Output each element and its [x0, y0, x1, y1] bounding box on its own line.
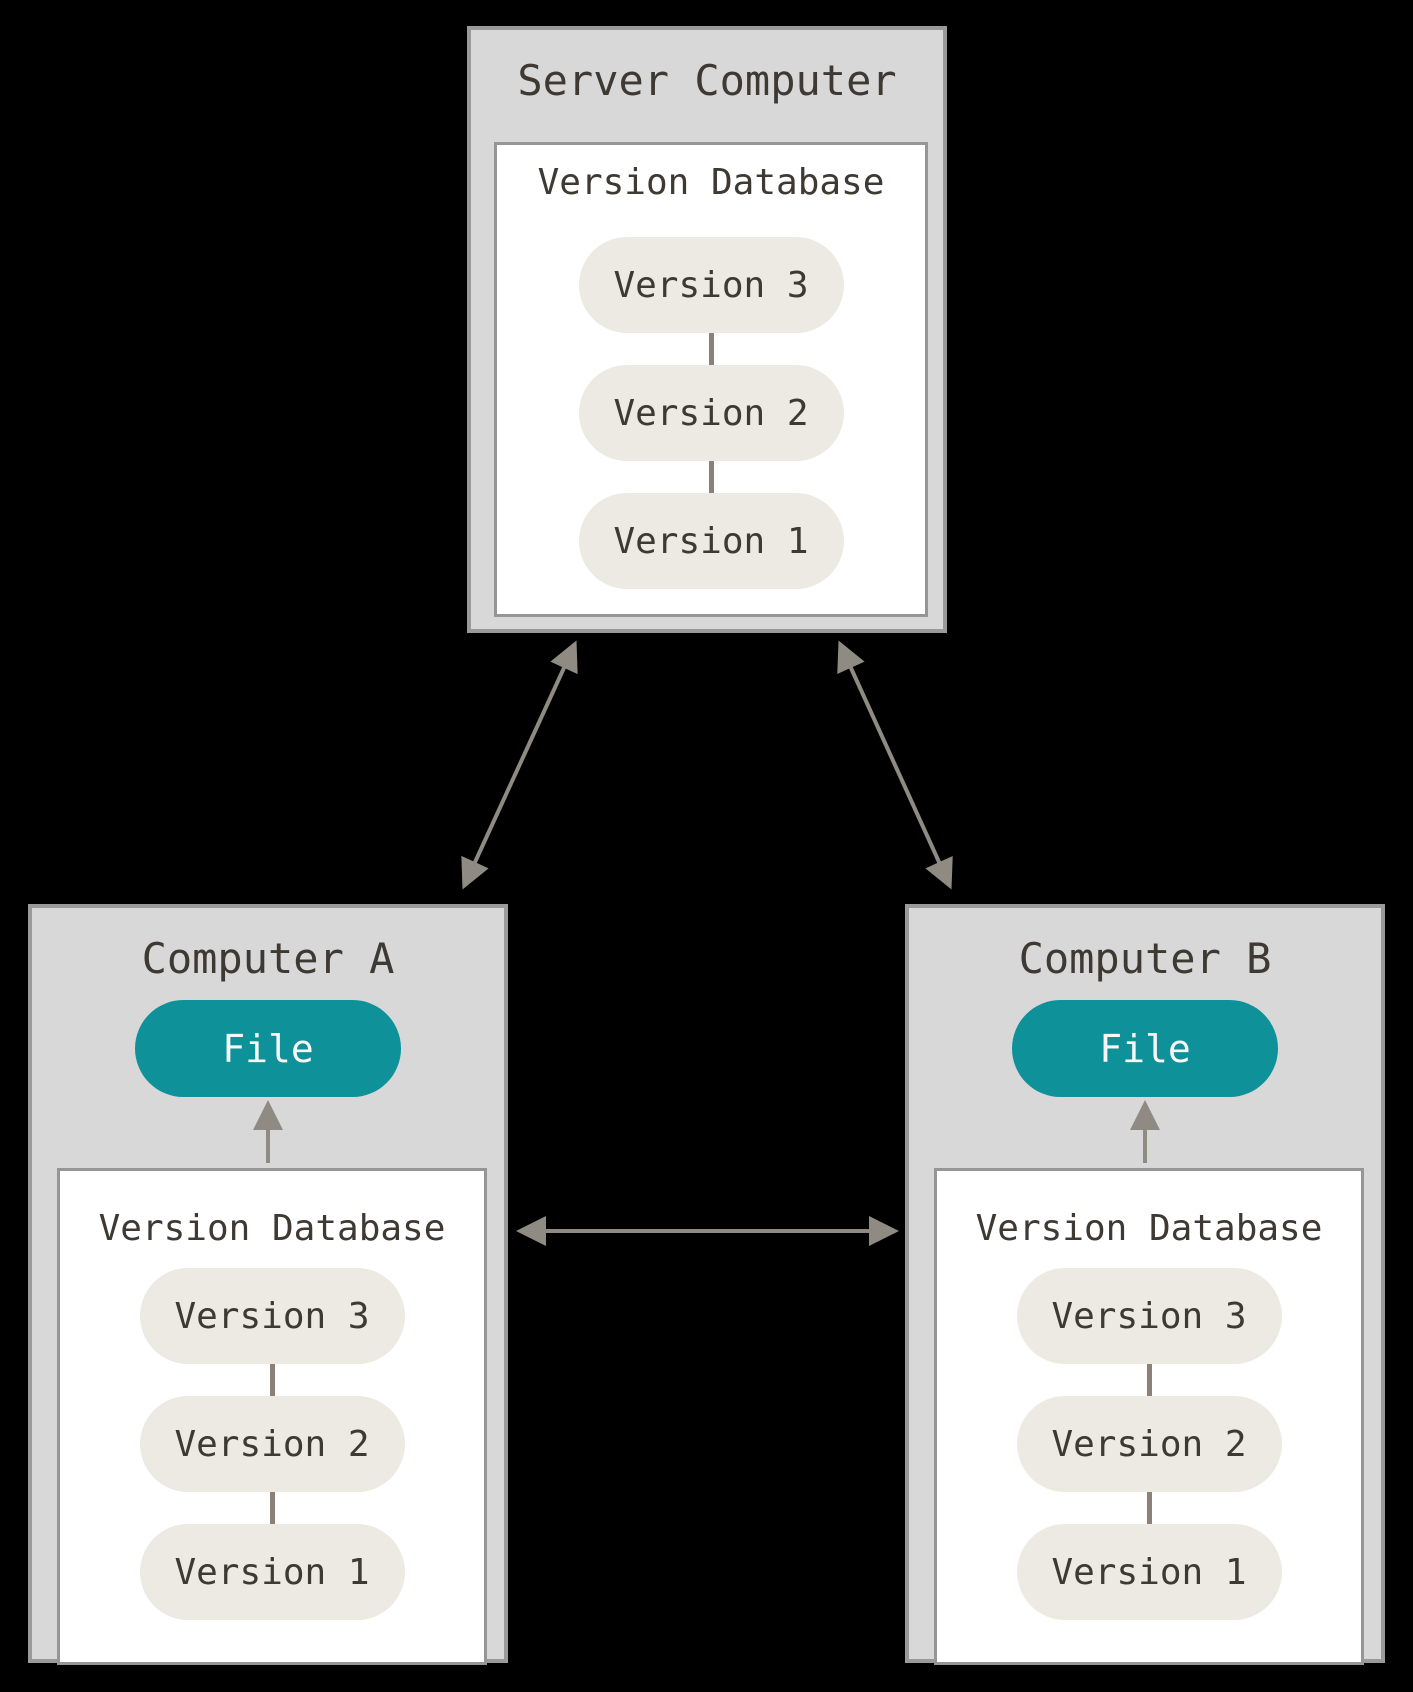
server-version-database-box: Version Database Version 3 Version 2 Ver… [494, 142, 928, 617]
computer-b-version-database-box: Version Database Version 3 Version 2 Ver… [934, 1168, 1364, 1665]
server-version-3-pill: Version 3 [578, 237, 844, 333]
computer-a-version-connector-3-2 [269, 1364, 275, 1396]
computer-a-version-1-pill: Version 1 [139, 1524, 405, 1620]
computer-b-version-connector-3-2 [1146, 1364, 1152, 1396]
computer-b-box: Computer B File Version Database Version… [905, 904, 1385, 1665]
computer-a-version-database-box: Version Database Version 3 Version 2 Ver… [57, 1168, 487, 1665]
server-computer-title: Server Computer [517, 56, 897, 105]
server-version-1-pill: Version 1 [578, 493, 844, 589]
computer-b-version-database-label: Version Database [975, 1208, 1323, 1249]
server-version-connector-2-1 [708, 461, 714, 493]
computer-a-box: Computer A File Version Database Version… [28, 904, 508, 1665]
computer-a-title: Computer A [141, 934, 395, 983]
computer-a-version-3-pill: Version 3 [139, 1268, 405, 1364]
server-version-2-pill: Version 2 [578, 365, 844, 461]
computer-b-version-connector-2-1 [1146, 1492, 1152, 1524]
arrow-server-computer-a [461, 640, 578, 890]
arrow-server-computer-b [837, 640, 953, 890]
computer-b-version-1-pill: Version 1 [1016, 1524, 1282, 1620]
computer-a-version-database-label: Version Database [98, 1208, 446, 1249]
computer-b-title: Computer B [1018, 934, 1272, 983]
server-computer-box: Server Computer Version Database Version… [467, 26, 947, 633]
computer-a-file-pill: File [135, 1000, 401, 1097]
computer-b-file-pill: File [1012, 1000, 1278, 1097]
computer-b-version-2-pill: Version 2 [1016, 1396, 1282, 1492]
server-version-connector-3-2 [708, 333, 714, 365]
server-version-database-label: Version Database [537, 162, 885, 203]
computer-a-version-connector-2-1 [269, 1492, 275, 1524]
computer-b-version-3-pill: Version 3 [1016, 1268, 1282, 1364]
computer-a-version-2-pill: Version 2 [139, 1396, 405, 1492]
